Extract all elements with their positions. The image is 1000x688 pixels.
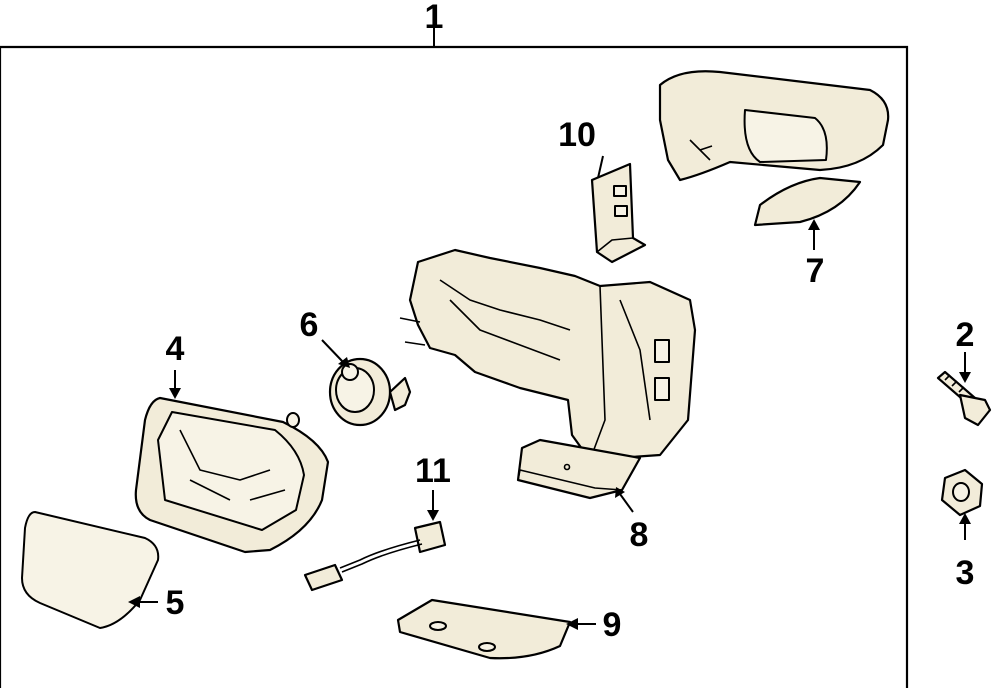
arrow-8	[615, 487, 625, 498]
callout-10[interactable]: 10	[558, 116, 596, 154]
callout-6[interactable]: 6	[300, 306, 319, 344]
part-cover-plate[interactable]	[396, 598, 572, 660]
callout-9[interactable]: 9	[603, 606, 622, 644]
callout-3[interactable]: 3	[956, 554, 975, 592]
arrow-2	[959, 372, 971, 383]
arrow-6	[338, 357, 350, 368]
part-backing-plate[interactable]	[134, 396, 330, 554]
assembly-frame	[0, 45, 909, 688]
part-bracket[interactable]	[590, 162, 647, 264]
callout-2[interactable]: 2	[956, 316, 975, 354]
leader-6	[321, 339, 344, 363]
callout-8[interactable]: 8	[630, 516, 649, 554]
arrow-3	[959, 513, 971, 524]
part-lamp-module[interactable]	[516, 438, 642, 500]
part-bolt[interactable]	[936, 370, 992, 427]
arrow-7	[808, 219, 820, 230]
part-motor[interactable]	[328, 357, 412, 427]
callout-5[interactable]: 5	[166, 584, 185, 622]
part-housing-cover[interactable]	[658, 70, 890, 227]
leader-8	[619, 493, 634, 513]
arrow-9	[566, 618, 578, 630]
arrow-4	[169, 388, 181, 399]
leader-10	[597, 155, 604, 179]
part-wiring-harness[interactable]	[303, 520, 447, 592]
part-mirror-glass[interactable]	[21, 511, 160, 629]
callout-4[interactable]: 4	[166, 330, 185, 368]
arrow-5	[128, 596, 140, 608]
callout-7[interactable]: 7	[806, 252, 825, 290]
part-main-assembly[interactable]	[399, 248, 697, 462]
part-nut[interactable]	[940, 468, 984, 517]
callout-1[interactable]: 1	[425, 0, 444, 36]
callout-11[interactable]: 11	[415, 452, 451, 490]
arrow-11	[427, 510, 439, 521]
